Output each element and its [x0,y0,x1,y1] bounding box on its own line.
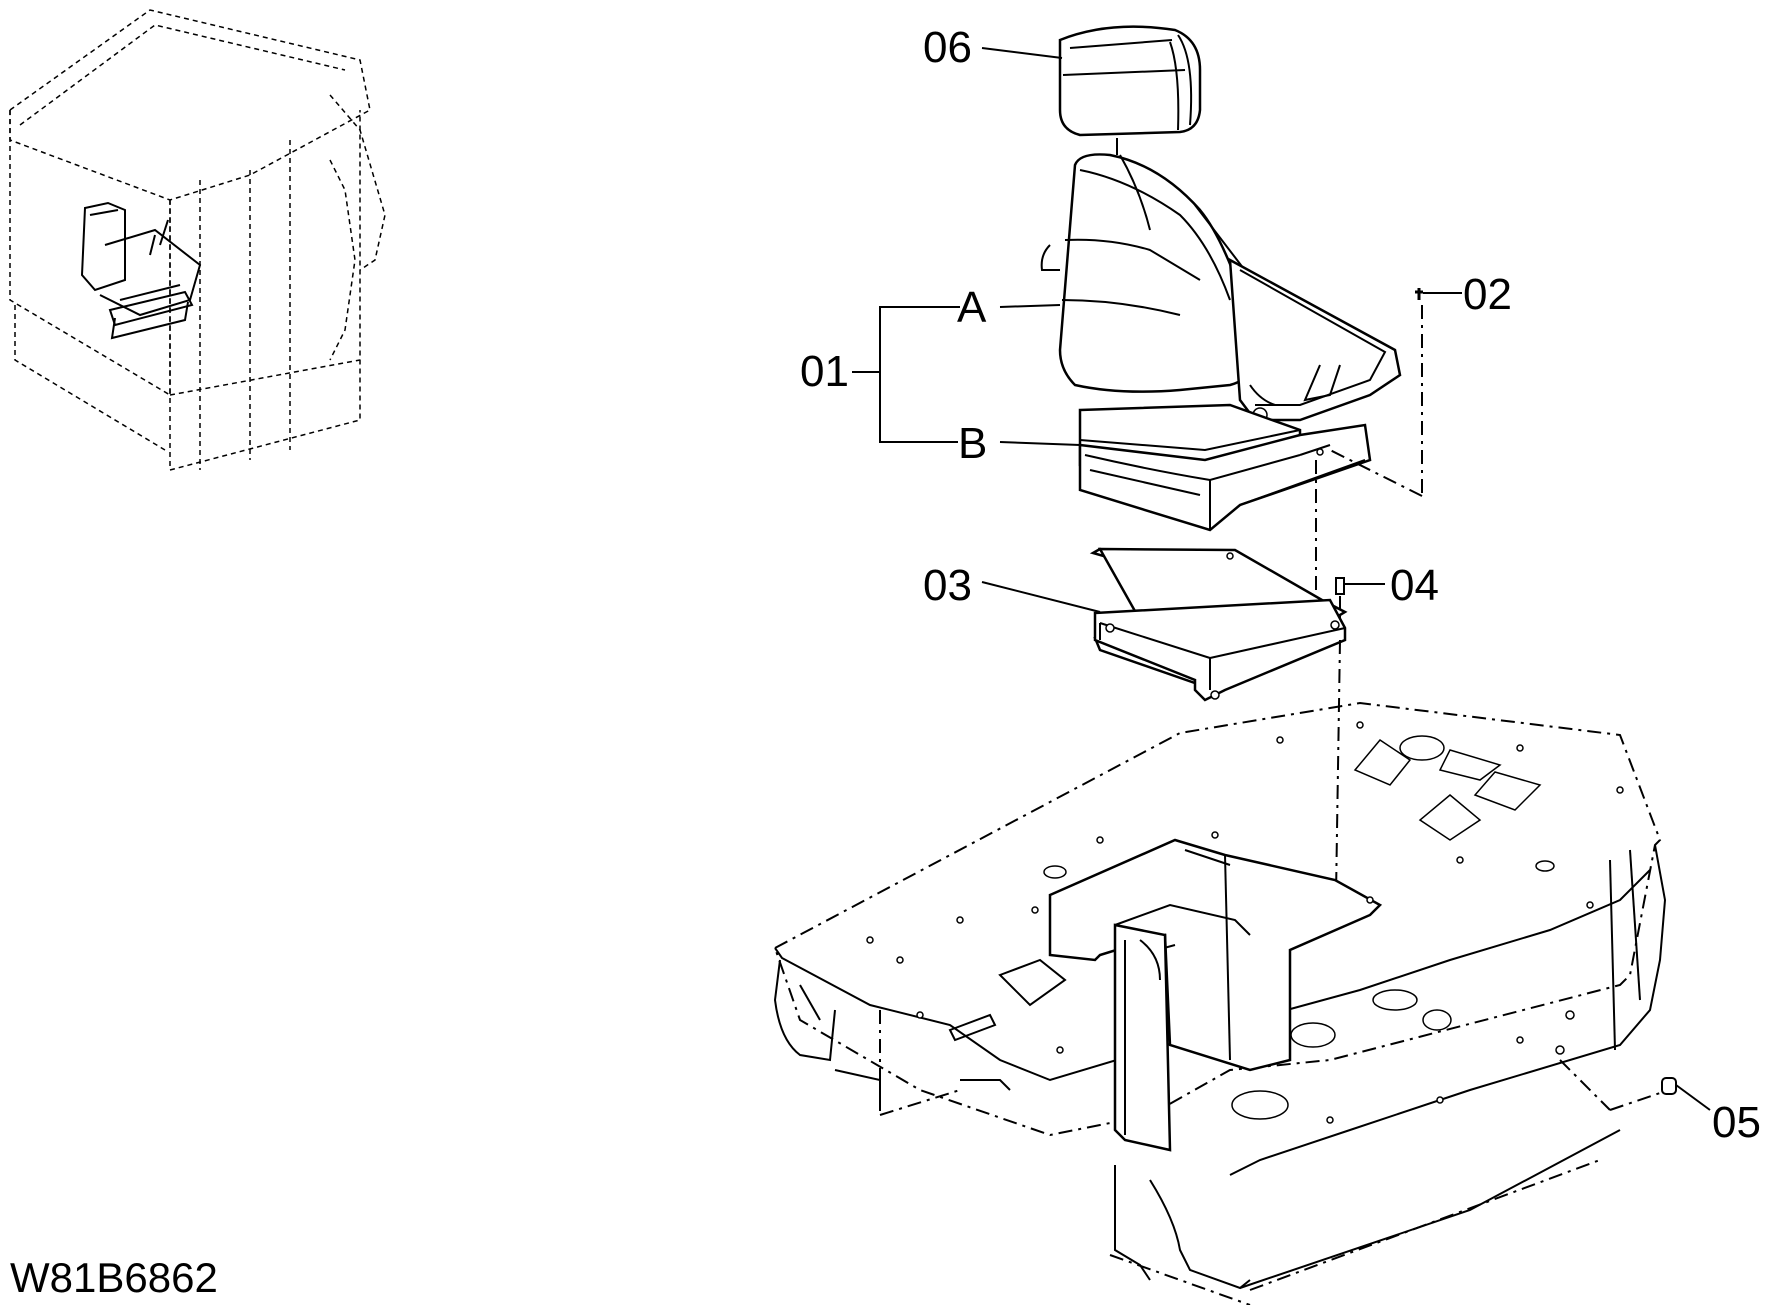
callout-05: 05 [1712,1098,1761,1147]
callout-01: 01 [800,347,849,396]
leader-03 [981,581,1101,613]
bolt-05 [1559,1059,1711,1111]
leader-06 [981,47,1063,59]
drawing-code: W81B6862 [10,1254,218,1301]
callout-sub-a: A [957,283,987,332]
callout-06: 06 [923,23,972,72]
bolt-04 [1335,577,1385,620]
callout-02: 02 [1463,270,1512,319]
headrest [1058,25,1202,137]
mounting-plate [1089,547,1348,702]
seat-assembly [1040,153,1402,532]
callout-bracket-01 [852,304,1081,446]
callout-sub-b: B [958,419,987,468]
cab-overview-thumbnail [9,9,386,471]
bolt-02 [1329,288,1462,497]
cab-floor-frame [773,701,1667,1305]
mini-seat-icon [80,201,202,340]
callout-03: 03 [923,561,972,610]
center-axis-floor [1335,639,1341,896]
callout-04: 04 [1390,561,1439,610]
